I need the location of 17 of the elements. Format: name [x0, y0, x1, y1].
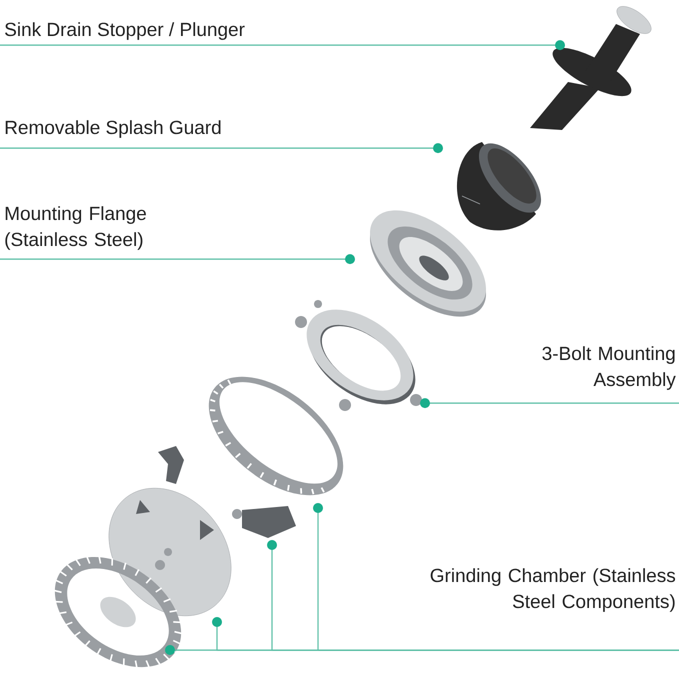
mounting-assembly-drawing — [295, 300, 422, 411]
chamber-band-drawing — [208, 376, 344, 496]
stopper-drawing — [530, 6, 652, 130]
leader-line — [0, 40, 565, 50]
blade-lug-drawing — [232, 506, 296, 538]
leader-line — [0, 143, 444, 154]
grinding-plate-drawing — [108, 488, 232, 616]
splash-guard-drawing — [456, 142, 542, 230]
callout-label: 3-Bolt Mounting Assembly — [542, 346, 676, 390]
callout-label: Removable Splash Guard — [6, 120, 220, 138]
leader-line — [165, 645, 679, 655]
leader-line — [0, 254, 356, 264]
callout-label: Sink Drain Stopper / Plunger — [5, 22, 245, 40]
leader-line — [420, 398, 679, 408]
callout-label: Mounting Flange (Stainless Steel) — [5, 206, 146, 250]
callout-label: Grinding Chamber (Stainless Steel Components) — [430, 568, 676, 612]
mounting-flange-drawing — [370, 210, 486, 316]
